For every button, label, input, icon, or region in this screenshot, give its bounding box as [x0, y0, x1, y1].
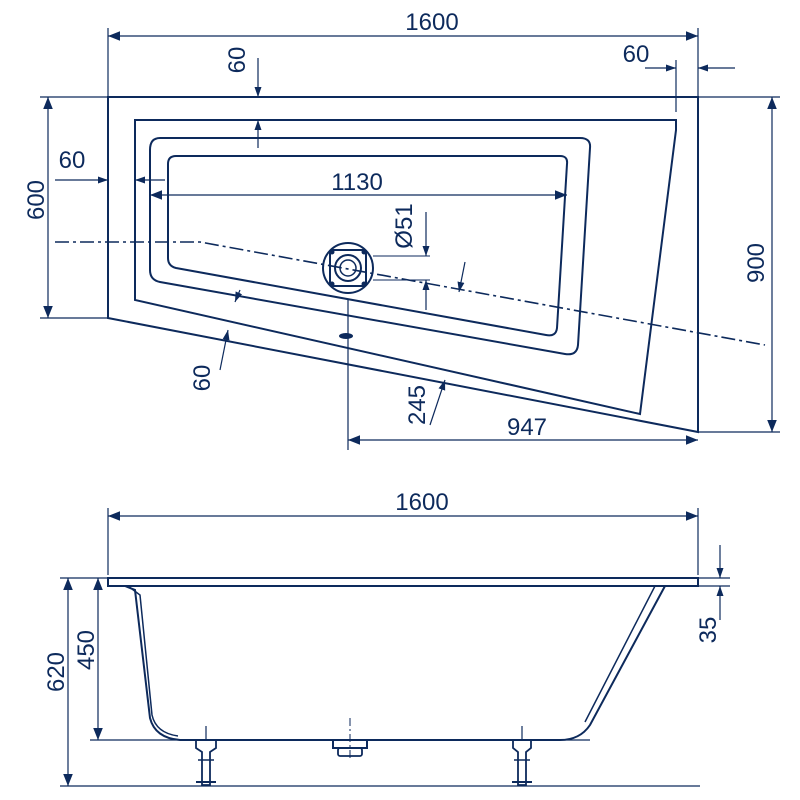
side-drain-icon — [332, 718, 368, 760]
dim-top-rim: 60 — [224, 47, 262, 148]
dim-51-label: Ø51 — [391, 203, 418, 248]
dim-60-left-label: 60 — [59, 147, 86, 174]
dim-drain-offset: 245 — [404, 261, 466, 426]
overflow-icon — [339, 333, 353, 339]
right-foot-icon — [512, 726, 532, 786]
tub-rim-line — [134, 119, 677, 416]
side-view: 1600 — [43, 489, 730, 787]
side-tub-body — [124, 585, 666, 741]
dim-long-side: 900 — [698, 96, 780, 433]
top-view: 1600 60 60 60 1130 — [23, 9, 780, 450]
drain-icon — [322, 242, 374, 294]
dim-inner-depth: 450 — [73, 578, 155, 741]
dim-900-label: 900 — [743, 243, 770, 283]
dim-1130-label: 1130 — [331, 169, 383, 196]
dim-35-label: 35 — [695, 617, 722, 644]
dim-1600-top-label: 1600 — [405, 9, 458, 36]
dim-947-label: 947 — [507, 414, 547, 441]
dim-450-label: 450 — [73, 630, 100, 670]
dim-rim-thickness: 35 — [695, 545, 730, 643]
tub-basin-outline — [149, 137, 592, 356]
dim-60-right-label: 60 — [623, 41, 650, 68]
dim-right-rim: 60 — [623, 41, 735, 112]
side-tub-inner-edge — [127, 585, 656, 737]
dim-left-rim: 60 — [55, 147, 165, 184]
side-rim — [107, 577, 699, 587]
dim-drain-diameter: Ø51 — [373, 203, 430, 310]
dim-600-label: 600 — [23, 180, 50, 220]
dim-top-length: 1600 — [107, 9, 699, 97]
dim-side-length: 1600 — [107, 489, 699, 575]
dim-60-bottom-label: 60 — [189, 365, 216, 392]
dim-bottom-rim: 60 — [189, 289, 243, 392]
dim-drain-to-corner: 947 — [347, 300, 698, 450]
dim-short-side: 600 — [23, 96, 108, 319]
dim-620-label: 620 — [43, 652, 70, 692]
dim-1600-side-label: 1600 — [395, 489, 448, 516]
dim-inner-length: 1130 — [150, 169, 567, 200]
dim-245-label: 245 — [404, 385, 431, 425]
tub-basin-floor — [167, 155, 569, 337]
center-axis-line — [55, 241, 766, 346]
left-foot-icon — [195, 726, 217, 786]
dim-60-top-label: 60 — [224, 47, 251, 74]
